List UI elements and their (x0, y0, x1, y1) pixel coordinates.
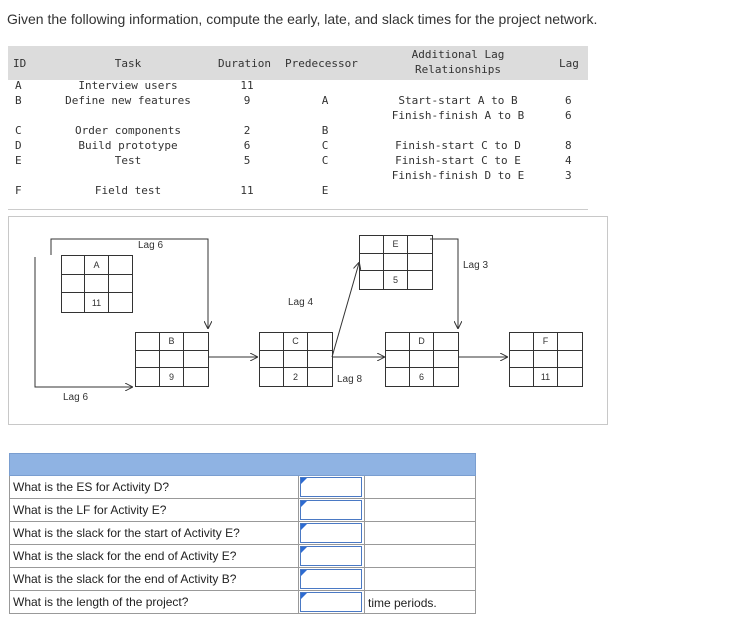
row-f-task: Field test (94, 184, 162, 197)
row-b-lag: 6 (565, 94, 572, 107)
row-f-duration: 11 (240, 184, 254, 197)
q-right-border (475, 476, 476, 614)
row-c-id: C (15, 124, 22, 137)
row-e-id: E (15, 154, 22, 167)
node-c-duration: 2 (284, 368, 308, 386)
row-b-id: B (15, 94, 22, 107)
questions-header (9, 453, 476, 476)
lag-c-e: Lag 4 (288, 297, 314, 308)
row-d-relationship: Finish-start C to D (395, 139, 521, 152)
row-b-relationship: Start-start A to B (398, 94, 518, 107)
network-diagram: A 11 B 9 C 2 E 5 D 6 F 11 Lag 6 Lag 6 La… (8, 216, 608, 425)
question-text: What is the length of the project? (13, 595, 189, 609)
question-text: What is the ES for Activity D? (13, 480, 170, 494)
node-f: F 11 (509, 332, 583, 387)
answer-unit: time periods. (368, 596, 437, 610)
lag-a-b-bottom: Lag 6 (63, 392, 89, 403)
row-e2-lag: 3 (565, 169, 572, 182)
row-d-duration: 6 (243, 139, 251, 152)
node-a-duration: 11 (85, 293, 109, 312)
row-e-lag: 4 (565, 154, 572, 167)
diagram-connectors (34, 238, 607, 424)
row-b-task: Define new features (65, 94, 191, 107)
row-c-predecessor: B (321, 124, 329, 137)
node-a: A 11 (61, 255, 133, 313)
question-text: What is the LF for Activity E? (13, 503, 167, 517)
row-e-relationship: Finish-start C to E (395, 154, 521, 167)
row-a-duration: 11 (240, 79, 254, 92)
answer-input-slack-end-e[interactable] (300, 546, 362, 566)
node-b: B 9 (135, 332, 209, 387)
answer-input-lf-e[interactable] (300, 500, 362, 520)
header-duration: Duration (218, 57, 271, 70)
row-e-predecessor: C (321, 154, 329, 167)
row-d-id: D (15, 139, 22, 152)
table-header (8, 46, 588, 80)
node-d: D 6 (385, 332, 459, 387)
row-b2-relationship: Finish-finish A to B (391, 109, 525, 122)
node-f-duration: 11 (534, 368, 558, 386)
node-c: C 2 (259, 332, 333, 387)
row-e-duration: 5 (243, 154, 251, 167)
q-divider-2 (364, 476, 365, 614)
answer-input-slack-start-e[interactable] (300, 523, 362, 543)
activity-table: ID Task Duration Predecessor Additional … (8, 46, 588, 210)
node-b-duration: 9 (160, 368, 184, 386)
question-text: What is the slack for the end of Activit… (13, 572, 237, 586)
row-f-predecessor: E (321, 184, 329, 197)
header-task: Task (114, 57, 142, 70)
node-e-duration: 5 (384, 271, 408, 289)
lag-d-e: Lag 3 (463, 260, 489, 271)
row-d-lag: 8 (565, 139, 572, 152)
header-id: ID (13, 57, 27, 70)
q-left-border (9, 476, 10, 614)
question-row: What is the slack for the end of Activit… (9, 568, 476, 591)
row-b2-lag: 6 (565, 109, 572, 122)
row-d-predecessor: C (321, 139, 329, 152)
question-text: What is the slack for the end of Activit… (13, 549, 237, 563)
table-bottom-rule (8, 209, 588, 210)
answer-input-project-length[interactable] (300, 592, 362, 612)
answer-input-es-d[interactable] (300, 477, 362, 497)
lag-c-d: Lag 8 (337, 374, 363, 385)
row-a-id: A (15, 79, 22, 92)
row-b-duration: 9 (243, 94, 251, 107)
header-predecessor: Predecessor (285, 57, 358, 70)
question-row: What is the length of the project? time … (9, 591, 476, 614)
header-relationships: Relationships (414, 63, 502, 76)
row-f-id: F (15, 184, 22, 197)
node-b-label: B (160, 333, 184, 351)
problem-intro: Given the following information, compute… (7, 11, 598, 27)
header-lag: Lag (559, 57, 579, 70)
row-e-task: Test (114, 154, 142, 167)
node-e: E 5 (359, 235, 433, 290)
header-additional-lag: Additional Lag (411, 48, 505, 61)
row-c-duration: 2 (243, 124, 251, 137)
question-row: What is the slack for the end of Activit… (9, 545, 476, 568)
row-d-task: Build prototype (78, 139, 178, 152)
question-row: What is the slack for the start of Activ… (9, 522, 476, 545)
node-f-label: F (534, 333, 558, 351)
row-b-predecessor: A (321, 94, 329, 107)
answer-input-slack-end-b[interactable] (300, 569, 362, 589)
lag-a-b-top: Lag 6 (138, 240, 164, 251)
node-c-label: C (284, 333, 308, 351)
q-divider-1 (298, 476, 299, 614)
row-e2-relationship: Finish-finish D to E (391, 169, 525, 182)
node-d-label: D (410, 333, 434, 351)
node-d-duration: 6 (410, 368, 434, 386)
row-a-task: Interview users (78, 79, 178, 92)
node-e-label: E (384, 236, 408, 254)
node-a-label: A (85, 256, 109, 275)
question-text: What is the slack for the start of Activ… (13, 526, 240, 540)
question-row: What is the LF for Activity E? (9, 499, 476, 522)
row-c-task: Order components (75, 124, 181, 137)
question-row: What is the ES for Activity D? (9, 476, 476, 499)
